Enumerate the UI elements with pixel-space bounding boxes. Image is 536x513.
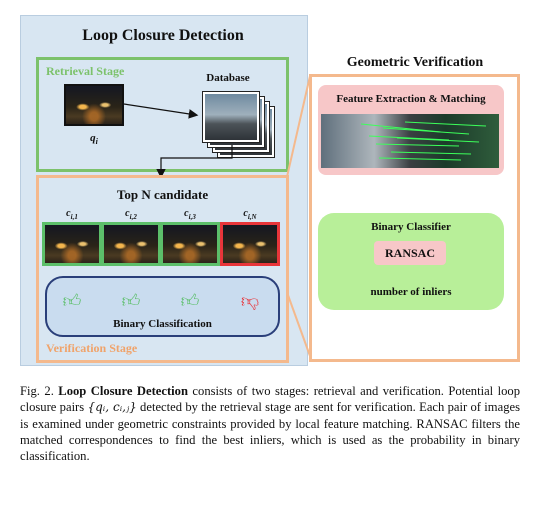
caption-text-2: detected by the retrieval stage are sent… [20, 400, 520, 464]
verification-stage-label: Verification Stage [46, 341, 138, 355]
database-image [203, 92, 259, 142]
query-label: qi [90, 132, 98, 147]
caption-bold-title: Loop Closure Detection [58, 384, 188, 398]
database-label: Database [206, 72, 250, 84]
candidate-image [101, 222, 161, 266]
candidate-label: ci,N [243, 208, 257, 221]
binary-classification-label: Binary Classification [113, 318, 212, 330]
candidate-label: ci,2 [125, 208, 137, 221]
database-to-candidates-arrow [156, 145, 233, 179]
candidate-label: ci,1 [66, 208, 78, 221]
binary-classification-box [45, 276, 280, 337]
caption-math: {qᵢ, cᵢ,ⱼ} [87, 400, 137, 415]
number-of-inliers-label: number of inliers [370, 286, 452, 298]
thumbs-down-icon: 👎︎ [240, 291, 260, 311]
feature-matching-image [321, 114, 499, 168]
geometric-verification-title: Geometric Verification [346, 55, 484, 70]
caption-text-1: consists of two stages: retrieval and ve… [20, 384, 521, 415]
ransac-box: RANSAC [374, 241, 446, 265]
diagram-title: Loop Closure Detection [82, 27, 244, 44]
feature-match-lines [360, 121, 487, 161]
thumbs-up-icon: 👍︎ [121, 291, 141, 311]
query-image [64, 84, 124, 126]
top-n-candidate-label: Top N candidate [116, 187, 209, 202]
binary-classifier-label: Binary Classifier [371, 221, 451, 233]
candidate-image-rejected [220, 222, 280, 266]
retrieval-stage-label: Retrieval Stage [46, 64, 125, 78]
candidate-image [42, 222, 102, 266]
thumbs-up-icon: 👍︎ [62, 291, 82, 311]
figure-caption: Fig. 2. Loop Closure Detection consists … [20, 383, 520, 464]
caption-prefix: Fig. 2. [20, 384, 54, 398]
thumbs-up-icon: 👍︎ [180, 291, 200, 311]
query-to-database-arrow [123, 103, 199, 119]
candidate-image [160, 222, 220, 266]
candidate-label: ci,3 [184, 208, 196, 221]
feature-extraction-label: Feature Extraction & Matching [336, 93, 486, 105]
